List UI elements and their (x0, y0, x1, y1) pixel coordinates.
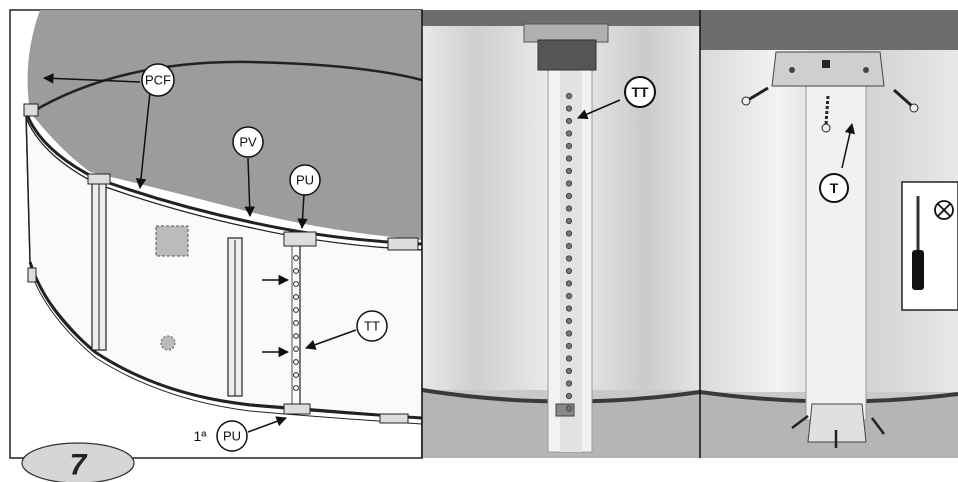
joint-hole (293, 385, 299, 391)
joint-strip-t (805, 79, 867, 421)
joint-hole (293, 359, 299, 365)
joint-hole (293, 281, 299, 287)
svg-text:PV: PV (239, 135, 257, 150)
top-connector-right (387, 237, 419, 251)
joint-hole (565, 267, 573, 275)
joint-hole (565, 255, 573, 262)
joint-hole (293, 320, 299, 326)
joint-hole (293, 294, 299, 300)
svg-text:PCF: PCF (145, 73, 171, 88)
joint-hole (565, 180, 573, 187)
callout-pv: PV (232, 126, 264, 158)
joint-hole (565, 280, 573, 287)
bottom-connector-plate (807, 403, 867, 443)
callout-t: T (819, 173, 849, 203)
joint-hole (565, 330, 573, 337)
joint-hole (565, 355, 573, 362)
screw-icon (791, 415, 809, 429)
joint-hole (565, 130, 573, 137)
svg-text:PU: PU (296, 173, 314, 188)
joint-holes (565, 92, 573, 412)
top-connector-left (23, 103, 39, 117)
prohibited-icon (934, 200, 954, 220)
joint-hole (565, 342, 573, 350)
step-number: 7 (70, 449, 88, 482)
joint-hole (565, 405, 573, 412)
wall-upright-left (87, 173, 111, 351)
joint-hole (565, 392, 573, 400)
screw-icon (741, 86, 769, 106)
wall-upright-middle (227, 237, 243, 397)
bottom-rail (28, 261, 423, 420)
callout-tt-middle: TT (624, 76, 656, 108)
no-power-screwdriver-inset (901, 181, 958, 311)
callout-pu: PU (289, 164, 321, 196)
joint-hole (565, 230, 573, 237)
joint-hole (565, 242, 573, 250)
step-number-badge: 7 (21, 442, 135, 482)
top-connector-pu (283, 231, 317, 247)
top-connector (523, 23, 609, 43)
screw-icon (821, 95, 831, 133)
svg-text:1ª: 1ª (194, 428, 208, 444)
top-rail-pcf (24, 111, 423, 246)
skimmer-patch (155, 225, 189, 257)
screw-icon (893, 88, 919, 113)
joint-hole (565, 167, 573, 175)
callout-tt-left: TT (356, 310, 388, 342)
svg-text:T: T (830, 180, 839, 196)
joint-hole (565, 192, 573, 200)
callout-first-pu: 1ª PU (194, 420, 248, 452)
middle-panel-photo: TT (421, 10, 701, 458)
bottom-connector-right (379, 413, 409, 424)
bottom-connector-pu (283, 403, 311, 415)
joint-hole (565, 305, 573, 312)
joint-hole (565, 367, 573, 375)
joint-hole (565, 92, 573, 100)
joint-hole (565, 205, 573, 212)
joint-hole (565, 217, 573, 225)
joint-hole (293, 307, 299, 313)
joint-hole (293, 333, 299, 339)
joint-hole (565, 117, 573, 125)
joint-hole (293, 346, 299, 352)
svg-text:TT: TT (631, 84, 649, 100)
callout-pcf: PCF (141, 63, 175, 97)
joint-hole (293, 255, 299, 261)
wall-joint-tt (291, 240, 301, 410)
joint-hole (565, 292, 573, 300)
right-panel-photo: T (699, 10, 958, 458)
top-connector-plate (771, 51, 885, 87)
joint-holes (293, 255, 299, 391)
left-panel: PCF PV PU TT 1ª PU (9, 9, 423, 459)
return-patch (160, 335, 176, 351)
joint-hole (565, 317, 573, 325)
screwdriver-icon (912, 196, 924, 290)
joint-hole (565, 142, 573, 150)
joint-hole (565, 380, 573, 387)
screw-icon (871, 417, 885, 435)
joint-hole (293, 372, 299, 378)
joint-hole (565, 105, 573, 112)
svg-text:PU: PU (223, 429, 241, 444)
joint-hole (565, 155, 573, 162)
joint-hole (293, 268, 299, 274)
svg-text:TT: TT (364, 319, 380, 334)
bottom-connector-left (27, 267, 37, 283)
